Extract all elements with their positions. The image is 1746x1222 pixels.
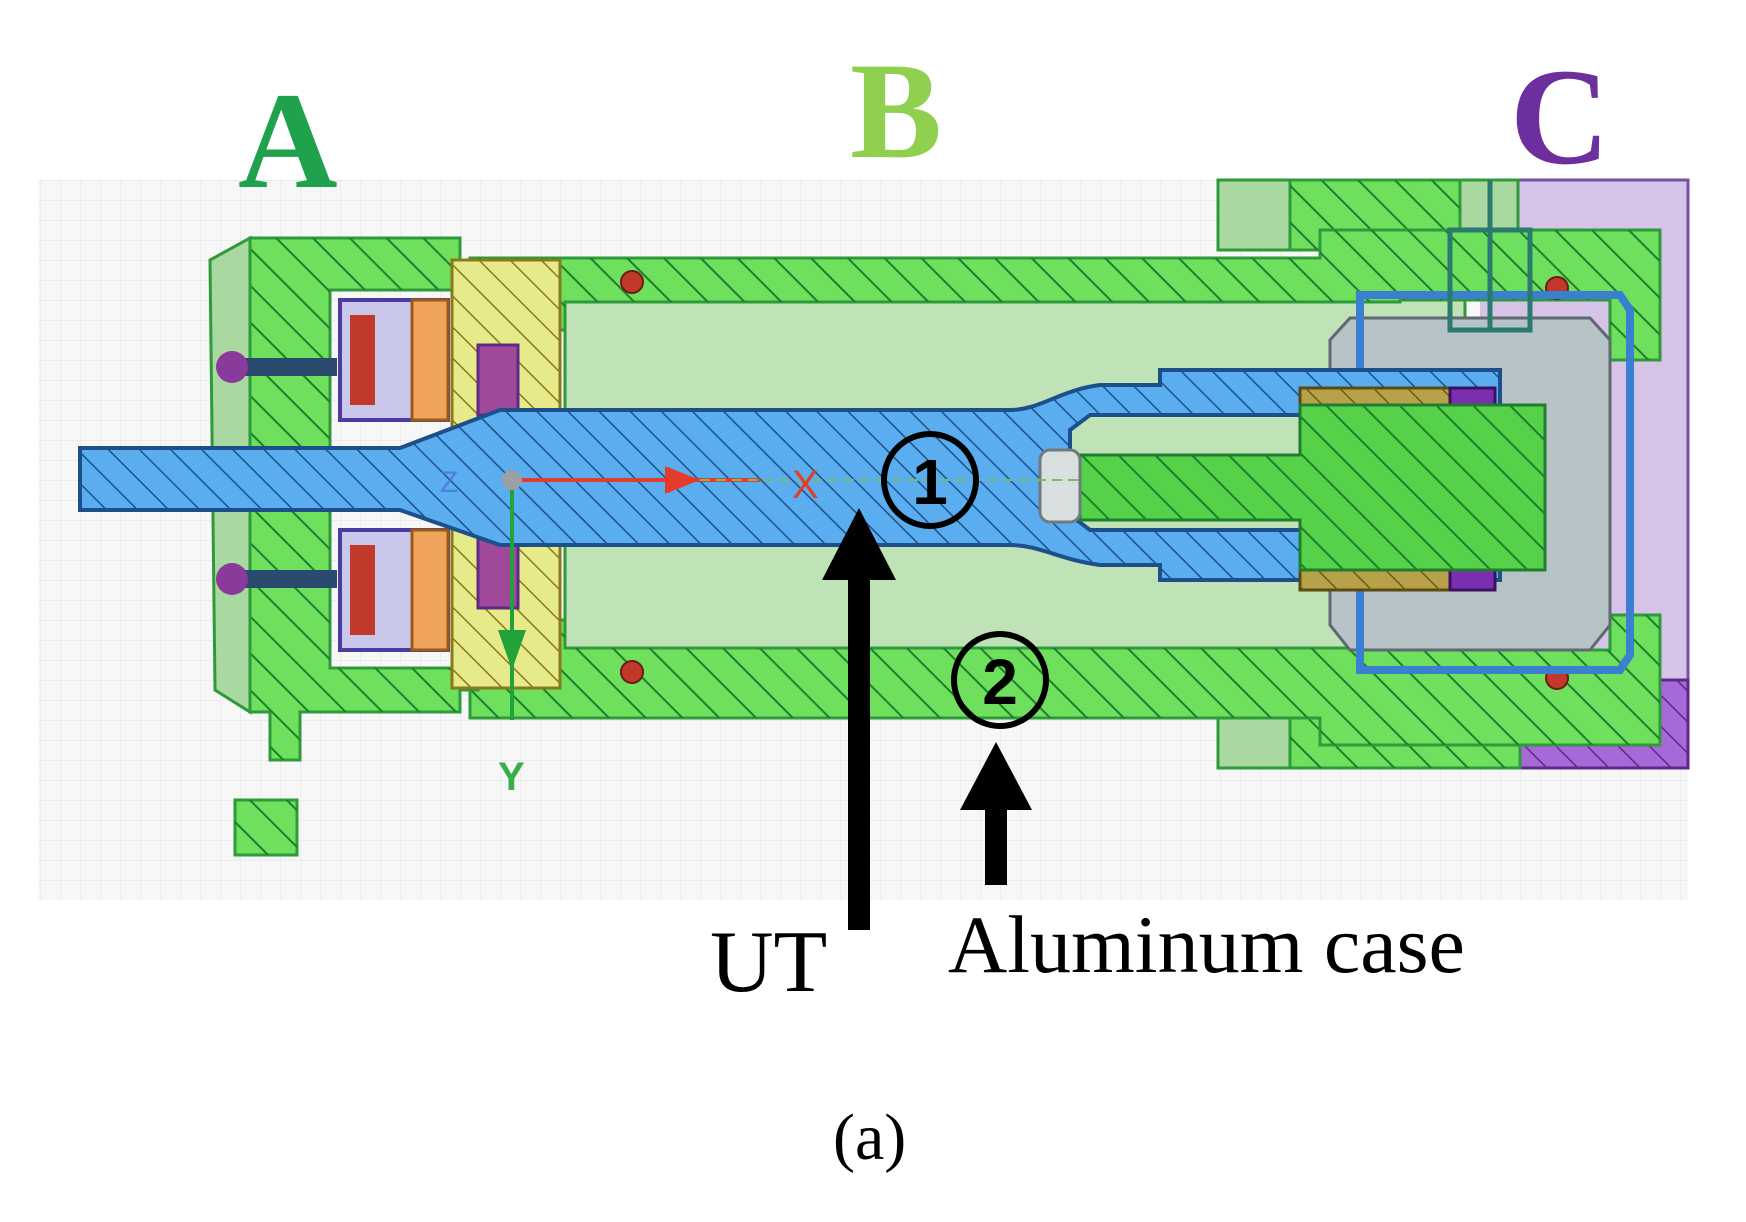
marker-1-label: 1 (912, 446, 948, 518)
ut-label: UT (710, 914, 828, 1011)
z-axis-label: Z (440, 466, 458, 499)
figure-caption: (a) (833, 1101, 907, 1174)
section-c-label: C (1510, 40, 1610, 193)
section-a-label: A (238, 64, 338, 217)
marker-2 (951, 631, 1049, 729)
aluminum-case-arrow (960, 742, 1032, 885)
section-b-label: B (850, 34, 943, 187)
coordinate-axes (498, 466, 1080, 720)
y-axis-label: Y (498, 755, 525, 799)
aluminum-case-label: Aluminum case (948, 899, 1465, 990)
center-bolt (1038, 403, 1547, 572)
marker-2-label: 2 (982, 646, 1018, 718)
x-axis-label: X (792, 463, 819, 507)
ut-arrow (822, 508, 896, 930)
aluminum-case (468, 228, 1662, 747)
marker-1 (881, 431, 979, 529)
